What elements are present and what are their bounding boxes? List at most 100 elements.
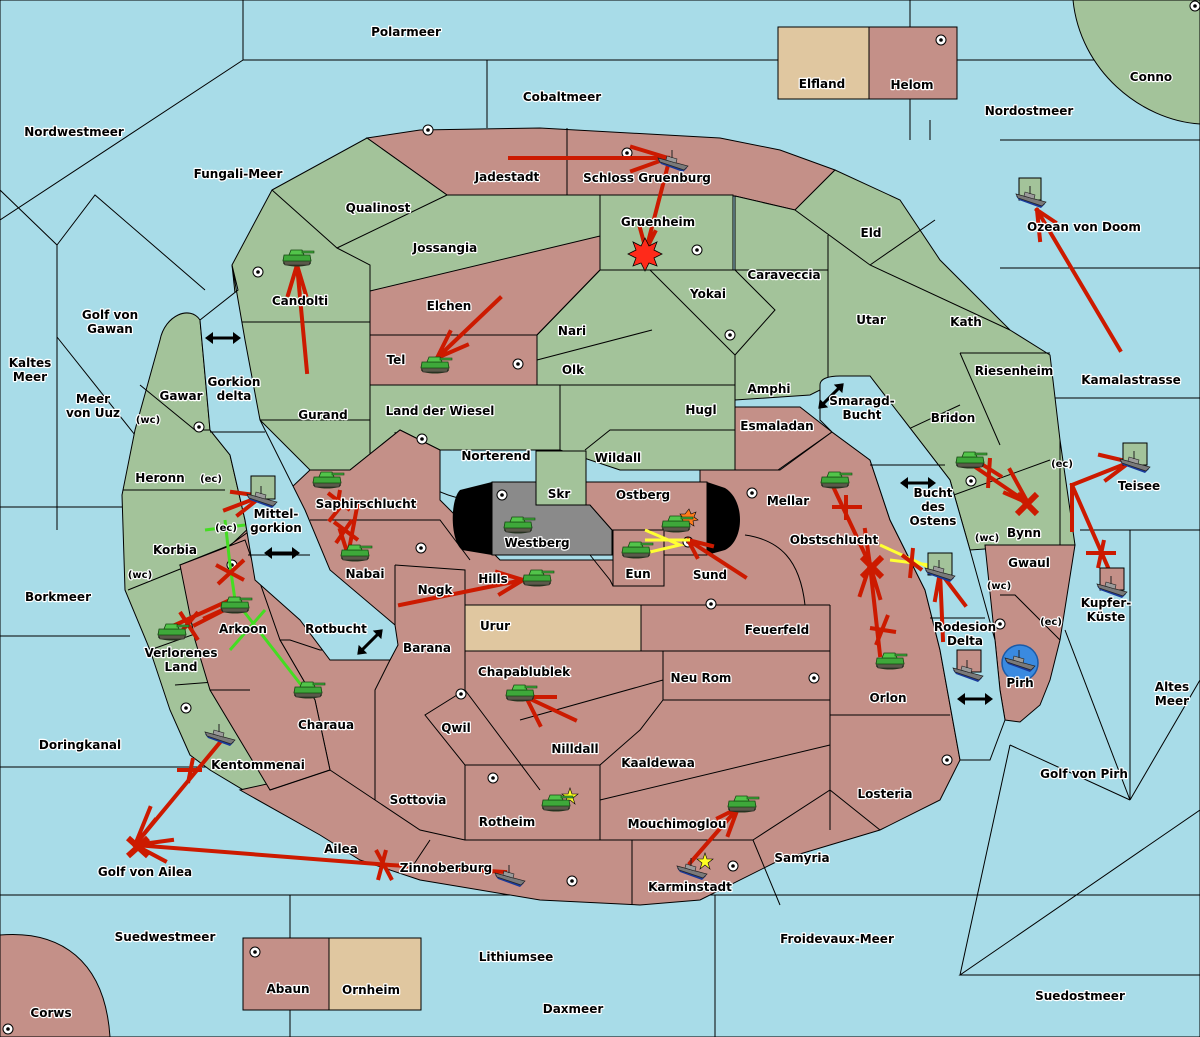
sea-label-suedostmeer: Suedostmeer	[1035, 989, 1125, 1003]
supply-center-icon	[193, 421, 205, 433]
sea-label-golf-von-gawan: Gawan	[87, 322, 133, 336]
territory-label-feuerfeld: Feuerfeld	[745, 623, 810, 637]
territory-label-sottovia: Sottovia	[390, 793, 447, 807]
territory-label-losteria: Losteria	[857, 787, 912, 801]
sea-label-rodesion-delta: Rodesion	[934, 620, 996, 634]
territory-label-eld: Eld	[861, 226, 882, 240]
territory-label-verlorenes-land: Land	[165, 660, 198, 674]
failed-order-marks	[174, 457, 1116, 881]
territory-label-qualinost: Qualinost	[346, 201, 411, 215]
territory-label-neu-rom: Neu Rom	[671, 671, 732, 685]
supply-center-icon	[705, 598, 717, 610]
territory-label-jossangia: Jossangia	[412, 241, 477, 255]
sea-label-bucht-des-ostens: des	[921, 500, 945, 514]
sea-label-teisee: Teisee	[1118, 479, 1160, 493]
territory-label-yokai: Yokai	[689, 287, 726, 301]
territory-label-sund: Sund	[693, 568, 727, 582]
sea-label-smaragd-bucht: Bucht	[842, 408, 881, 422]
sea-label-golf-von-pirh: Golf von Pirh	[1040, 767, 1128, 781]
territory-conno[interactable]	[1072, 0, 1200, 125]
territory-label-candolti: Candolti	[272, 294, 328, 308]
sea-label-golf-von-ailea: Golf von Ailea	[98, 865, 192, 879]
sea-label-bucht-des-ostens: Ostens	[910, 514, 957, 528]
territory-label-schloss-gruenburg: Schloss Gruenburg	[583, 171, 711, 185]
cross-icon	[900, 547, 924, 579]
territory-label-nogk: Nogk	[418, 583, 454, 597]
territory-label-amphi: Amphi	[747, 382, 790, 396]
territory-label-barana: Barana	[403, 641, 451, 655]
sea-label-borkmeer: Borkmeer	[25, 590, 91, 604]
territory-label-tel: Tel	[387, 353, 406, 367]
coast-tag: (ec)	[215, 523, 237, 534]
sea-label-smaragd-bucht: Smaragd-	[829, 394, 894, 408]
dislodged-x-icon	[1014, 491, 1040, 517]
sea-label-nordwestmeer: Nordwestmeer	[24, 125, 124, 139]
coast-tag: (wc)	[987, 581, 1011, 592]
sea-label-meer-von-uuz: von Uuz	[66, 406, 120, 420]
territory-label-verlorenes-land: Verlorenes	[145, 646, 218, 660]
territory-label-orlon: Orlon	[869, 691, 906, 705]
territory-label-nilldall: Nilldall	[551, 742, 598, 756]
sea-label-cobaltmeer: Cobaltmeer	[523, 90, 601, 104]
sea-label-kaltes-meer: Kaltes	[9, 356, 52, 370]
territory-label-ailea: Ailea	[324, 842, 358, 856]
territory-label-norterend: Norterend	[461, 449, 530, 463]
territory-label-bynn: Bynn	[1007, 526, 1041, 540]
territory-label-riesenheim: Riesenheim	[975, 364, 1054, 378]
territory-label-charaua: Charaua	[298, 718, 354, 732]
territory-label-ostberg: Ostberg	[616, 488, 670, 502]
territory-label-olk: Olk	[562, 363, 585, 377]
territory-label-samyria: Samyria	[774, 851, 829, 865]
territory-label-gawar: Gawar	[159, 389, 202, 403]
territory-elfland[interactable]	[777, 26, 870, 100]
territory-label-eun: Eun	[625, 567, 650, 581]
dislodged-x-icon	[859, 554, 885, 580]
supply-center-icon	[994, 618, 1006, 630]
sea-label-rodesion-delta: Delta	[947, 634, 983, 648]
coast-tag: (wc)	[136, 415, 160, 426]
sea-label-altes-meer: Altes	[1155, 680, 1189, 694]
territory-label-zinnoberburg: Zinnoberburg	[400, 861, 492, 875]
territory-label-jadestadt: Jadestadt	[474, 170, 540, 184]
territory-label-rotheim: Rotheim	[479, 815, 536, 829]
territory-label-bridon: Bridon	[931, 411, 976, 425]
territory-label-hugl: Hugl	[685, 403, 716, 417]
territory-label-arkoon: Arkoon	[219, 622, 267, 636]
territory-skr[interactable]	[535, 450, 587, 506]
territory-label-caraveccia: Caraveccia	[747, 268, 820, 282]
supply-center-icon	[180, 702, 192, 714]
supply-center-icon	[252, 266, 264, 278]
territory-ornheim[interactable]	[328, 937, 422, 1011]
sea-label-gorkion-delta: Gorkion	[208, 375, 261, 389]
supply-center-icon	[691, 244, 703, 256]
sea-label-doringkanal: Doringkanal	[39, 738, 121, 752]
sea-label-fungali: Fungali-Meer	[194, 167, 283, 181]
cross-icon	[332, 518, 360, 545]
territory-label-mellar: Mellar	[767, 494, 809, 508]
dislodged-x-icon	[125, 835, 151, 859]
territory-label-elfland: Elfland	[799, 77, 845, 91]
cross-icon	[869, 614, 897, 646]
territory-label-corws: Corws	[30, 1006, 71, 1020]
territory-label-ornheim: Ornheim	[342, 983, 400, 997]
coast-tag: (ec)	[1051, 459, 1073, 470]
supply-center-icon	[496, 489, 508, 501]
territory-label-nabai: Nabai	[346, 567, 385, 581]
supply-center-icon	[512, 358, 524, 370]
supply-center-icon	[415, 542, 427, 554]
territory-label-saphirschlucht: Saphirschlucht	[316, 497, 417, 511]
cross-icon	[215, 558, 246, 586]
sea-label-kupfer-kueste: Küste	[1087, 610, 1126, 624]
supply-center-icon	[416, 433, 428, 445]
territory-esmaladan[interactable]	[734, 406, 833, 471]
territory-label-helom: Helom	[890, 78, 933, 92]
sea-label-altes-meer: Meer	[1155, 694, 1189, 708]
territory-gruenheim[interactable]	[599, 194, 734, 271]
sea-label-rotbucht: Rotbucht	[305, 622, 367, 636]
cross-icon	[1086, 539, 1116, 569]
sea-label-froidevaux: Froidevaux-Meer	[780, 932, 894, 946]
sea-label-bucht-des-ostens: Bucht	[913, 486, 952, 500]
territory-label-chapablublek: Chapablublek	[478, 665, 571, 679]
